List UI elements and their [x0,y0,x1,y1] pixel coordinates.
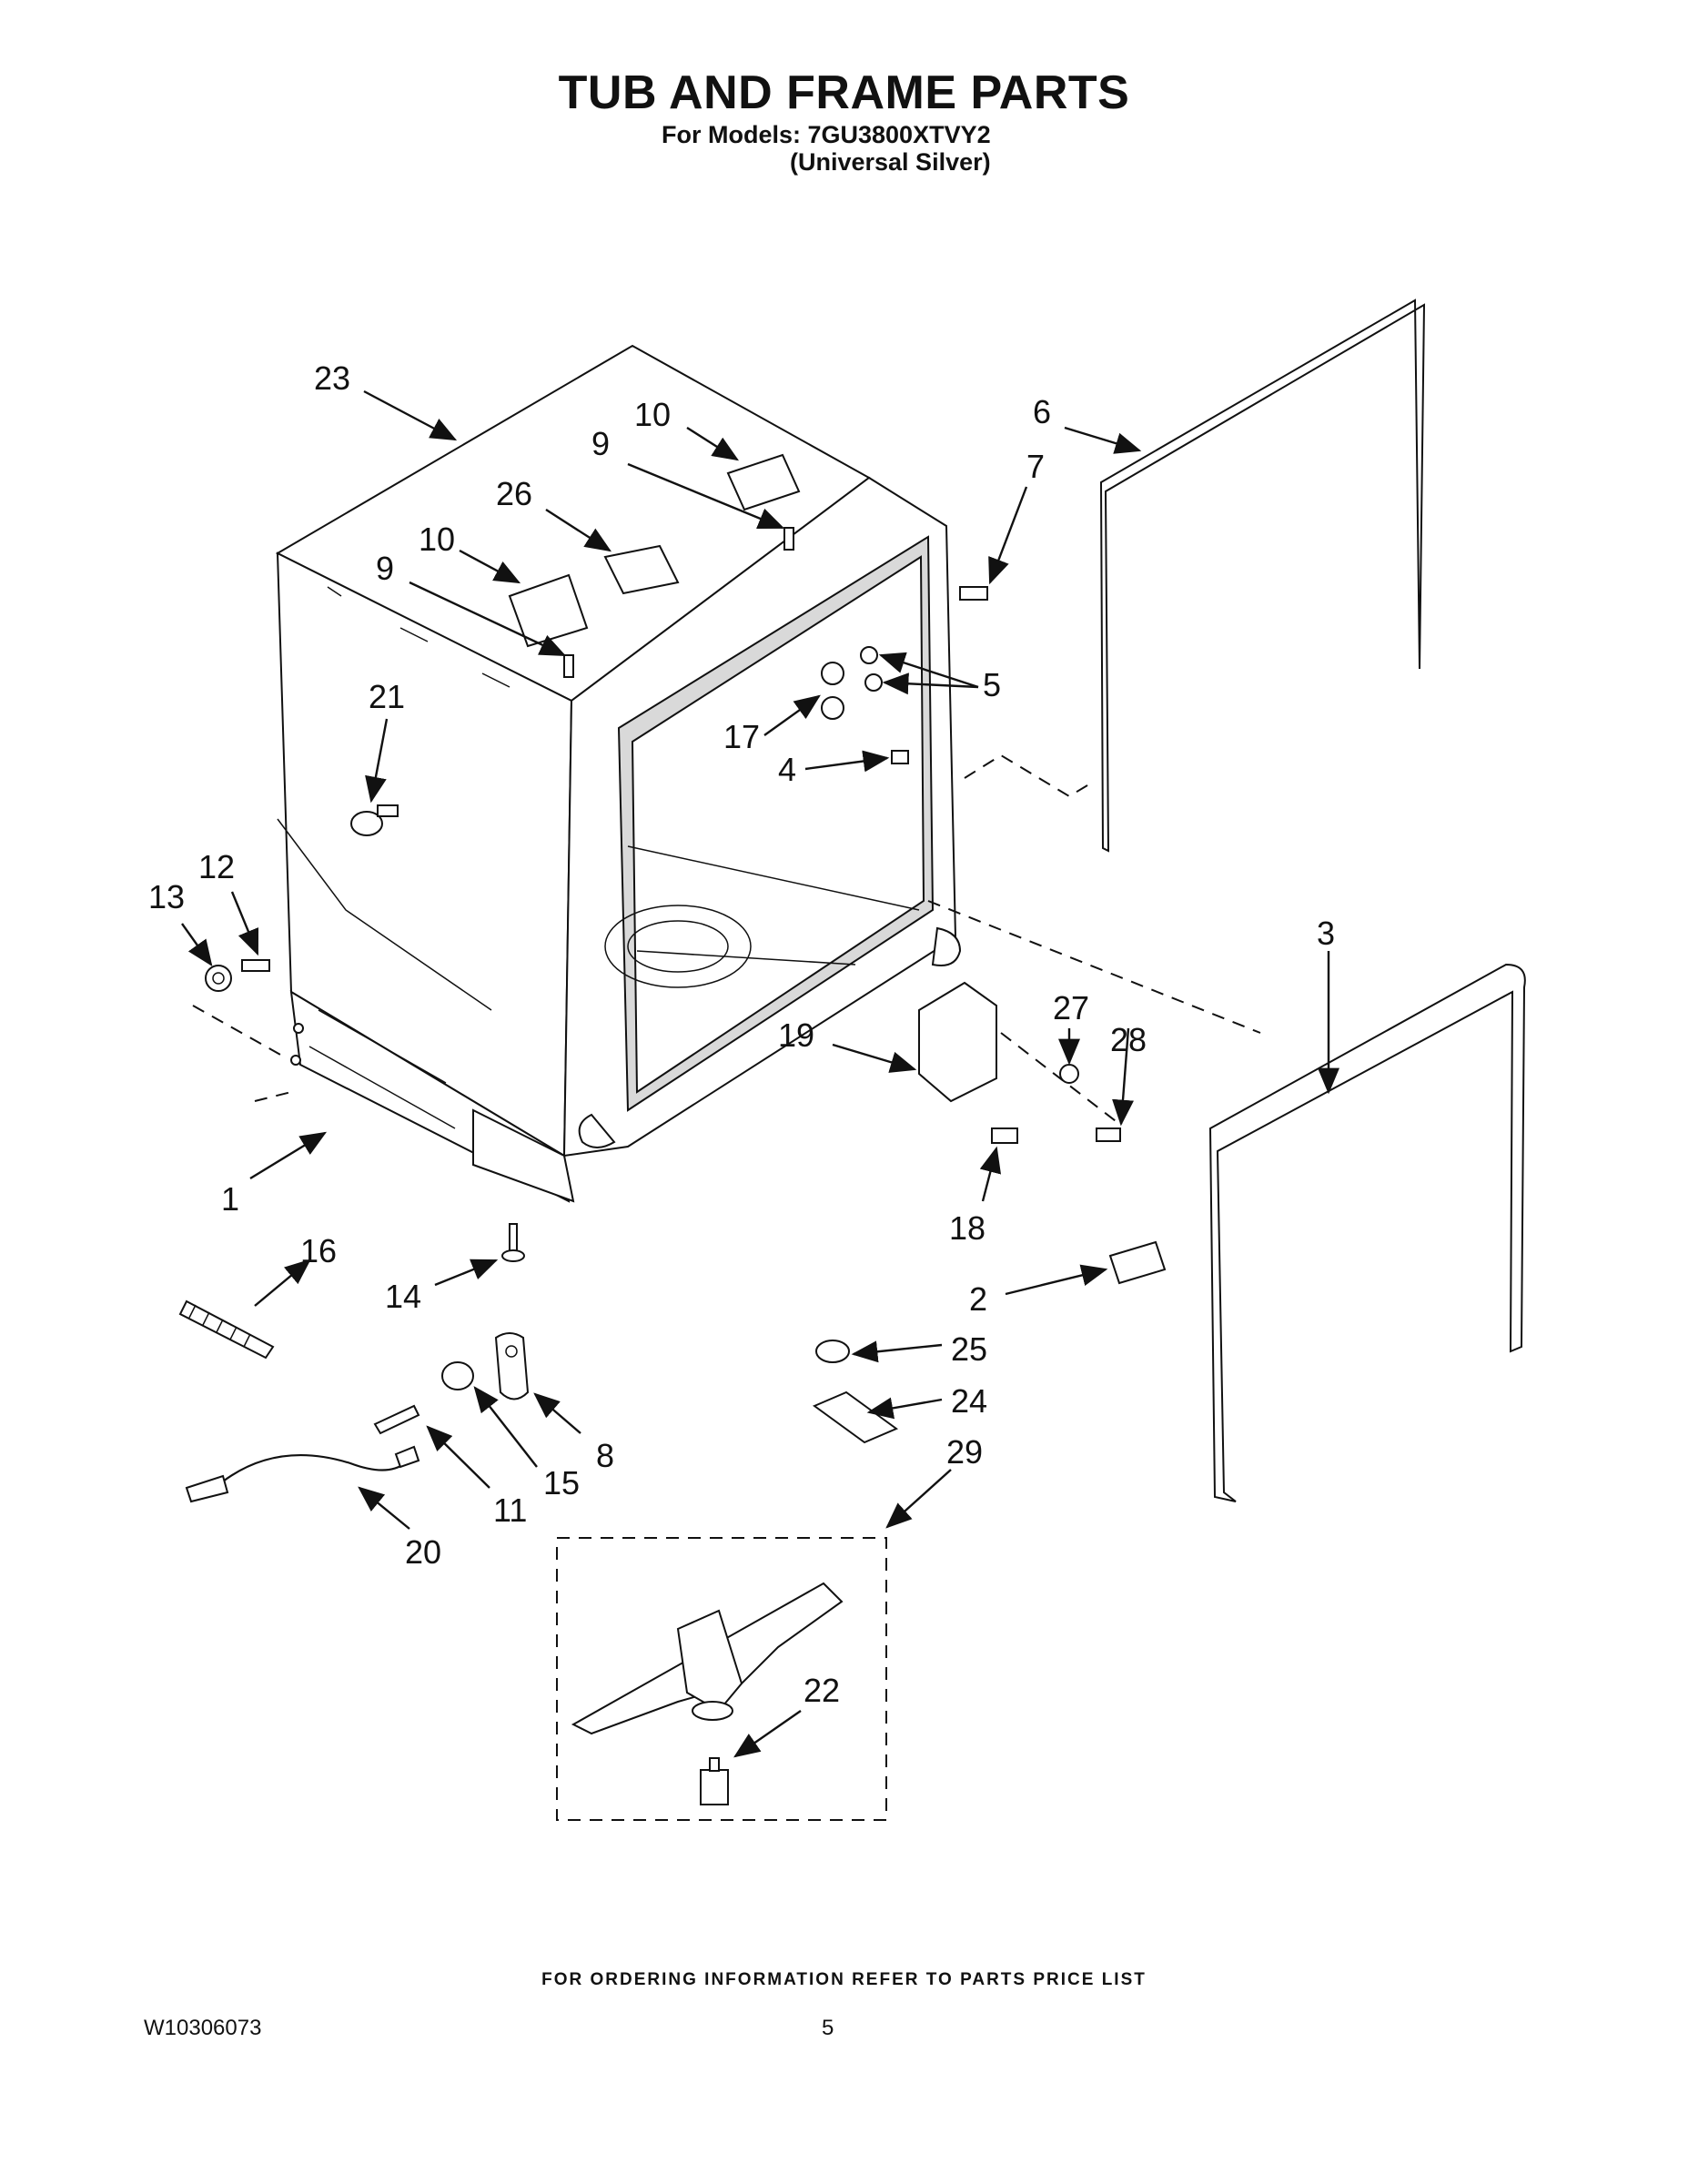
variant-line: (Universal Silver) [790,148,991,176]
plug-21 [350,804,399,836]
bracket-dashline [1000,1032,1120,1125]
callout-9a: 9 [591,425,610,462]
screw-9a [783,527,794,551]
nut-13 [205,965,232,992]
callout-27: 27 [1053,989,1089,1026]
frame-dashline [254,1091,292,1102]
page-title: TUB AND FRAME PARTS [558,66,1130,119]
gasket-dashline [964,753,1093,798]
roller-17 [821,662,844,720]
callout-10a: 10 [634,396,671,433]
callout-28: 28 [1110,1021,1147,1058]
switch-22 [700,1757,729,1805]
callout-17: 17 [723,718,760,755]
callout-6: 6 [1033,393,1051,430]
callout-20: 20 [405,1533,441,1571]
tub-assembly [275,344,962,1203]
screw-12 [241,959,270,972]
callout-1: 1 [221,1180,239,1218]
callout-15: 15 [543,1464,580,1502]
bracket-24 [812,1390,899,1444]
hinge-front [508,573,589,648]
callout-19: 19 [778,1016,814,1054]
callout-26: 26 [496,475,532,512]
latch-2 [1108,1240,1167,1285]
callout-9b: 9 [376,550,394,587]
callout-16: 16 [300,1232,337,1269]
screw-9b [563,654,574,678]
assembly-29-box [556,1537,887,1821]
screw-18 [991,1127,1018,1144]
bottom-seal [1208,963,1526,1502]
leveling-leg-14 [501,1223,525,1262]
models-line: For Models: 7GU3800XTVY2 [662,121,991,148]
switch-25 [815,1340,850,1363]
page-number: 5 [822,2016,834,2040]
bracket-19 [918,981,997,1103]
callout-25: 25 [951,1330,987,1368]
callout-11: 11 [493,1491,527,1529]
callout-13: 13 [148,878,185,915]
screw-28 [1096,1127,1121,1142]
document-number: W10306073 [144,2016,262,2040]
screw-7 [959,586,988,601]
callout-3: 3 [1317,915,1335,952]
ordering-note: FOR ORDERING INFORMATION REFER TO PARTS … [541,1970,1147,1989]
clip-4 [891,750,909,764]
callout-5: 5 [983,666,1001,703]
callout-8: 8 [596,1437,614,1474]
arm-8 [494,1332,530,1400]
callout-2: 2 [969,1280,987,1318]
callout-10b: 10 [419,521,455,558]
callout-18: 18 [949,1209,986,1247]
callout-labels: 23 10 9 26 10 9 21 12 13 1 6 7 5 17 4 3 … [148,359,1335,1709]
nut-dashline [192,1005,283,1057]
callout-23: 23 [314,359,350,397]
pulley-15 [441,1361,474,1390]
callout-29: 29 [946,1433,983,1471]
callout-7: 7 [1026,448,1045,485]
cable-20 [185,1445,420,1503]
callout-12: 12 [198,848,235,885]
bracket-26 [603,544,680,595]
door-gasket [1099,298,1426,853]
callout-24: 24 [951,1382,987,1420]
spring-16 [178,1299,275,1360]
leader-arrows [181,389,1339,1758]
callout-14: 14 [385,1278,421,1315]
callout-22: 22 [804,1672,840,1709]
hinge-rear [726,453,801,511]
tub-seal-dashline [927,900,1261,1034]
sump-assembly-29 [571,1582,844,1735]
screw-11 [373,1404,420,1435]
washers-5 [860,646,883,692]
callout-4: 4 [778,751,796,788]
callout-21: 21 [369,678,405,715]
